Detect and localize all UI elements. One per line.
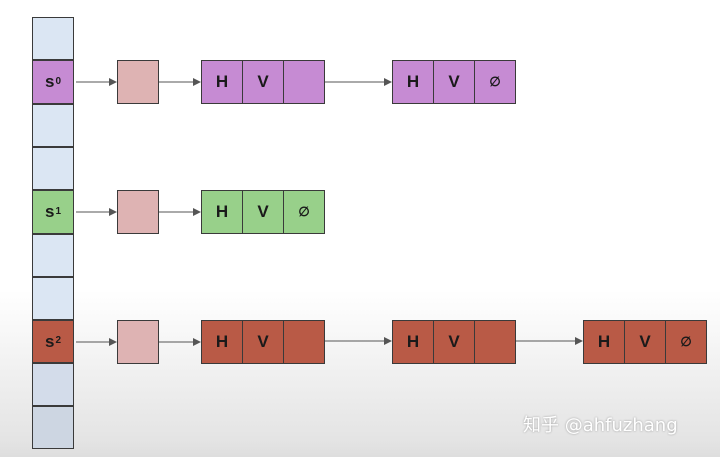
watermark: 知乎 @ahfuzhang bbox=[523, 415, 678, 436]
node-v: V bbox=[242, 320, 284, 364]
slot-empty bbox=[32, 277, 74, 320]
node-next bbox=[283, 320, 325, 364]
slot-empty bbox=[32, 104, 74, 147]
head-pointer-box bbox=[117, 60, 159, 104]
slot-label: s bbox=[44, 202, 55, 221]
node-h: H bbox=[392, 60, 434, 104]
slot-empty bbox=[32, 17, 74, 60]
node-h: H bbox=[201, 190, 243, 234]
head-pointer-box bbox=[117, 190, 159, 234]
null-symbol: ∅ bbox=[489, 74, 501, 89]
head-pointer-box bbox=[117, 320, 159, 364]
slot-empty bbox=[32, 147, 74, 190]
node-h: H bbox=[201, 60, 243, 104]
slot-label: s bbox=[44, 331, 55, 351]
slot-empty bbox=[32, 234, 74, 277]
null-symbol: ∅ bbox=[298, 204, 310, 219]
node-v: V bbox=[624, 320, 666, 364]
slot-empty bbox=[32, 406, 74, 449]
node-next-null: ∅ bbox=[283, 190, 325, 234]
slot-index: 1 bbox=[55, 205, 62, 217]
slot-index: 0 bbox=[55, 75, 62, 87]
node-v: V bbox=[433, 60, 475, 104]
slot-index: 2 bbox=[55, 335, 62, 346]
null-symbol: ∅ bbox=[680, 334, 692, 349]
node-h: H bbox=[201, 320, 243, 364]
slot-empty bbox=[32, 363, 74, 406]
node-next bbox=[474, 320, 516, 364]
node-next-null: ∅ bbox=[474, 60, 516, 104]
slot-label: s bbox=[44, 72, 55, 91]
node-next-null: ∅ bbox=[665, 320, 707, 364]
node-h: H bbox=[583, 320, 625, 364]
node-next bbox=[283, 60, 325, 104]
node-v: V bbox=[242, 190, 284, 234]
node-v: V bbox=[433, 320, 475, 364]
node-h: H bbox=[392, 320, 434, 364]
node-v: V bbox=[242, 60, 284, 104]
